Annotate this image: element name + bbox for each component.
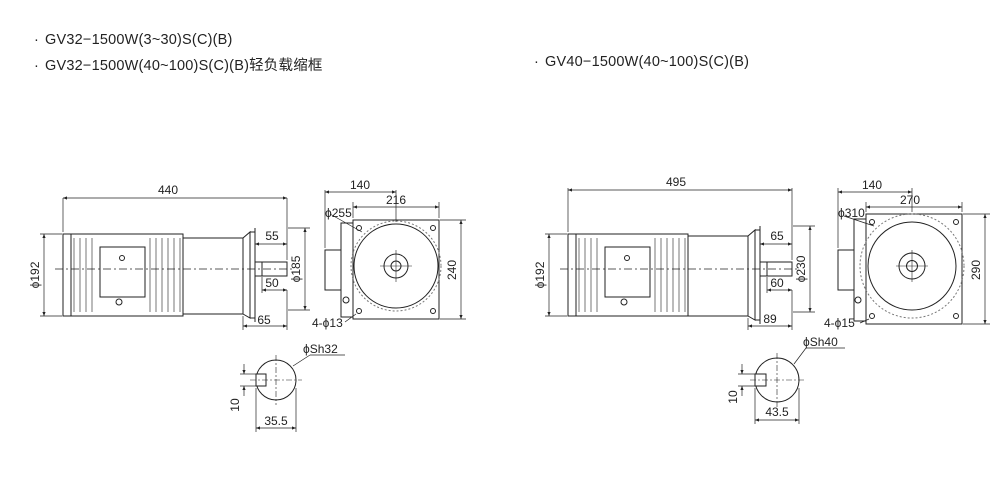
- bullet: ·: [34, 32, 40, 48]
- dim-overall-length: 495: [666, 175, 686, 189]
- left-shaft-section: [240, 354, 345, 432]
- dim-flange-offset: 89: [763, 312, 777, 326]
- model-line-3: · GV40−1500W(40~100)S(C)(B): [534, 54, 749, 70]
- model-text: GV32−1500W(40~100)S(C)(B)轻负载缩框: [45, 58, 323, 74]
- dim-flange-diameter: ϕ185: [289, 255, 303, 282]
- dim-key-height: 43.5: [765, 405, 789, 419]
- dim-height: 240: [445, 260, 459, 280]
- left-front-view: [324, 190, 466, 323]
- motor-body: [567, 233, 689, 317]
- motor-body: [62, 233, 184, 317]
- model-text: GV32−1500W(3~30)S(C)(B): [45, 32, 233, 48]
- right-front-labels: 140 ϕ310 270 290 4-ϕ15: [824, 178, 983, 330]
- left-side-labels: 440 ϕ192 55 50 ϕ185 65: [28, 183, 303, 327]
- dim-pcd: ϕ255: [325, 206, 352, 220]
- dim-shaft-diameter: ϕSh40: [803, 335, 838, 349]
- dim-holes: 4-ϕ15: [824, 316, 855, 330]
- model-text: GV40−1500W(40~100)S(C)(B): [545, 54, 750, 70]
- right-front-view: [837, 188, 990, 325]
- bullet: ·: [34, 58, 40, 74]
- dim-front-width: 140: [862, 178, 882, 192]
- flange-square: [865, 213, 963, 325]
- dim-shaft-diameter: ϕSh32: [303, 342, 338, 356]
- dim-motor-diameter: ϕ192: [533, 261, 547, 288]
- dim-key-height: 35.5: [264, 414, 288, 428]
- gear-head: [182, 237, 244, 315]
- dim-key-width: 10: [726, 390, 740, 404]
- dim-overall-length: 440: [158, 183, 178, 197]
- dim-square: 216: [386, 193, 406, 207]
- model-line-1: · GV32−1500W(3~30)S(C)(B): [34, 32, 233, 48]
- left-front-labels: 140 ϕ255 216 240 4-ϕ13: [312, 178, 459, 330]
- dim-holes: 4-ϕ13: [312, 316, 343, 330]
- terminal-box: [99, 246, 146, 298]
- dim-key-width: 10: [228, 398, 242, 412]
- model-line-2: · GV32−1500W(40~100)S(C)(B)轻负载缩框: [34, 54, 323, 75]
- right-shaft-section: [738, 347, 845, 424]
- dim-height: 290: [969, 260, 983, 280]
- left-shaft-labels: ϕSh32 10 35.5: [228, 342, 338, 428]
- dim-square: 270: [900, 193, 920, 207]
- right-side-view: [545, 188, 815, 330]
- bullet: ·: [534, 54, 540, 70]
- dim-shaft-key-length: 60: [770, 276, 784, 290]
- terminal-box: [604, 246, 651, 298]
- dim-front-width: 140: [350, 178, 370, 192]
- left-side-view: [40, 196, 310, 330]
- dim-pcd: ϕ310: [838, 206, 865, 220]
- right-shaft-labels: ϕSh40 10 43.5: [726, 335, 838, 419]
- dim-motor-diameter: ϕ192: [28, 261, 42, 288]
- right-side-labels: 495 ϕ192 65 60 ϕ230 89: [533, 175, 808, 326]
- gear-head: [687, 235, 749, 317]
- dim-flange-diameter: ϕ230: [794, 255, 808, 282]
- dim-flange-offset: 65: [257, 313, 271, 327]
- dim-shaft-length: 65: [770, 229, 784, 243]
- dim-shaft-length: 55: [265, 229, 279, 243]
- dim-shaft-key-length: 50: [265, 276, 279, 290]
